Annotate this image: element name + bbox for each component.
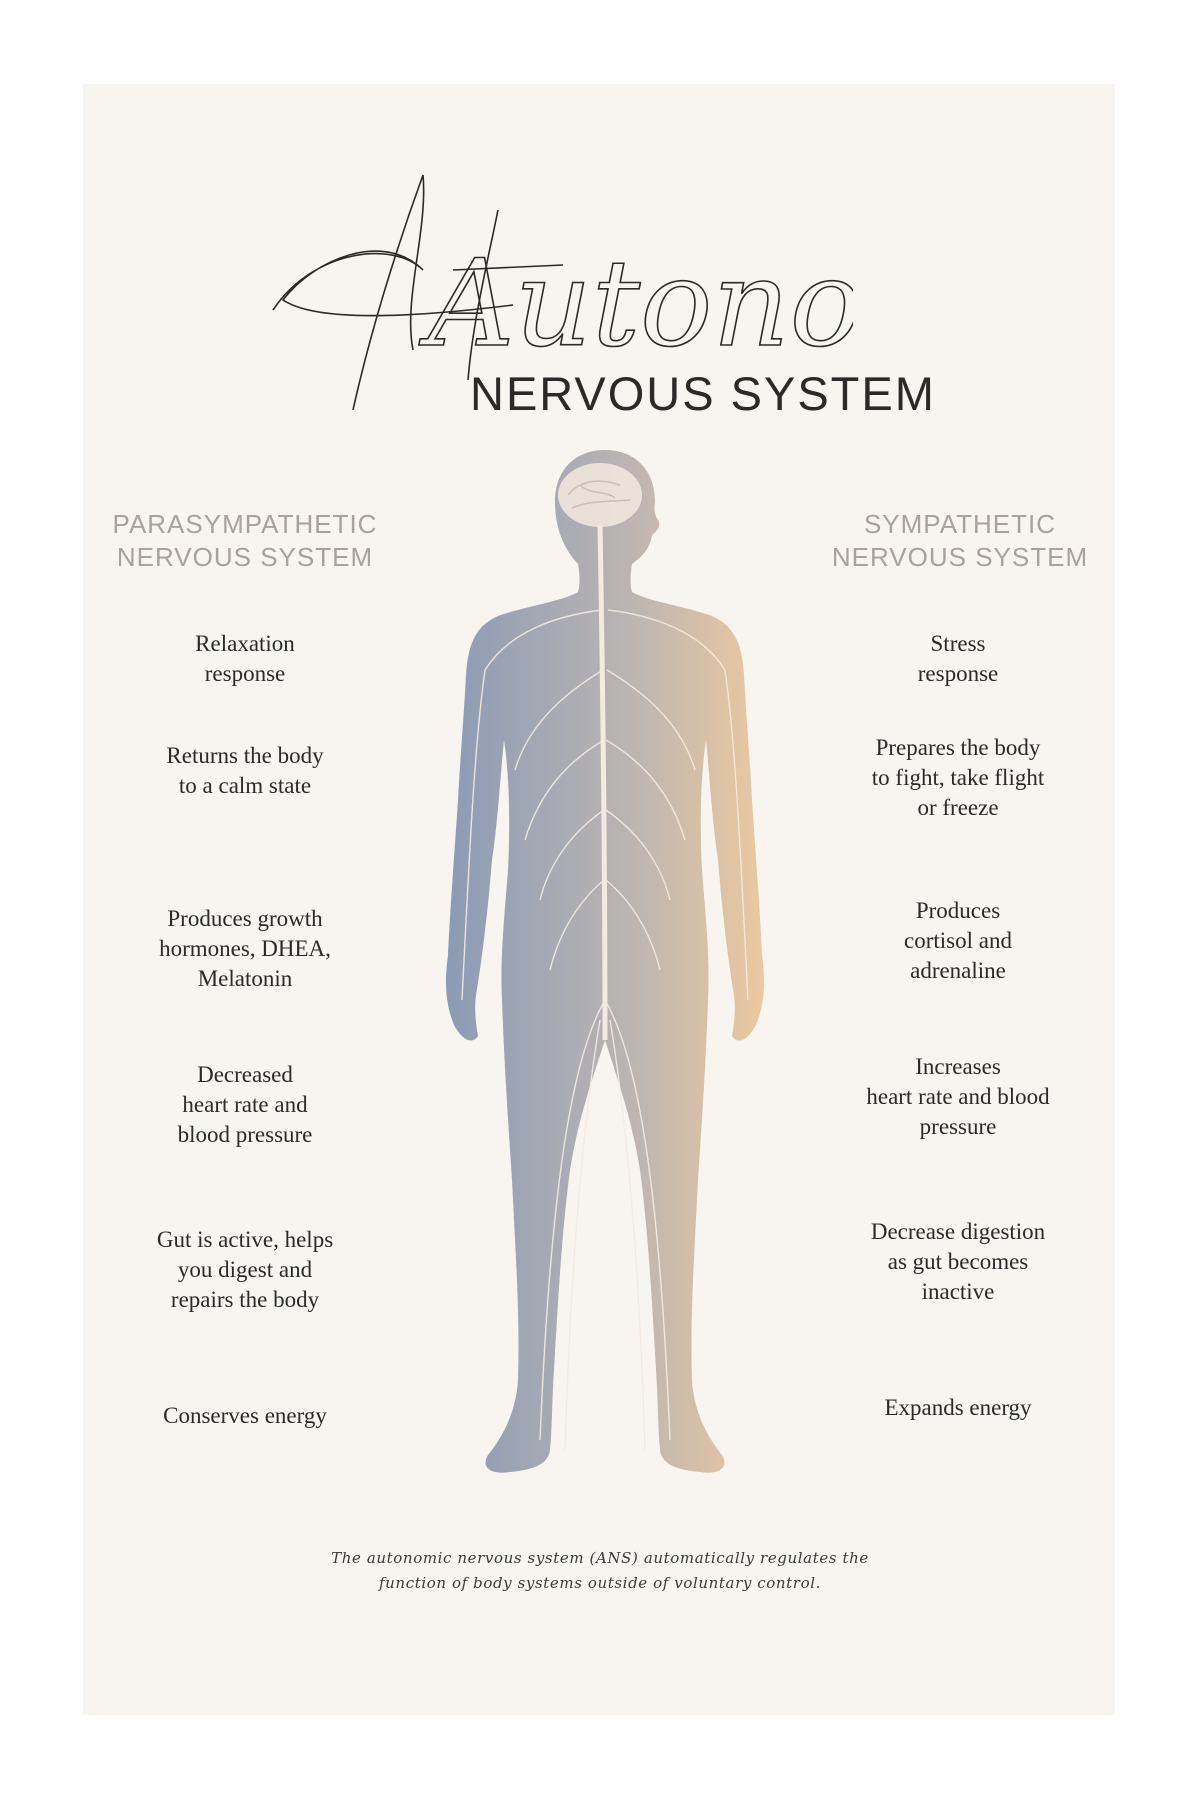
- sympathetic-item: Produces cortisol and adrenaline: [904, 898, 1012, 983]
- parasympathetic-item: Relaxation response: [195, 631, 295, 686]
- parasympathetic-heading: PARASYMPATHETIC NERVOUS SYSTEM: [112, 509, 378, 572]
- human-nervous-system-illustration: [440, 440, 770, 1520]
- sympathetic-item: Prepares the body to fight, take flight …: [871, 735, 1045, 820]
- script-title-text: Autonomic: [418, 235, 853, 374]
- parasympathetic-item: Decreased heart rate and blood pressure: [177, 1062, 313, 1147]
- parasympathetic-item: Returns the body to a calm state: [166, 743, 324, 798]
- sympathetic-item: Expands energy: [884, 1395, 1032, 1420]
- body-silhouette: [446, 450, 764, 1473]
- sympathetic-item: Stress response: [917, 631, 999, 686]
- parasympathetic-item: Produces growth hormones, DHEA, Melatoni…: [159, 906, 331, 991]
- sympathetic-item: Increases heart rate and blood pressure: [866, 1054, 1050, 1139]
- sympathetic-heading: SYMPATHETIC NERVOUS SYSTEM: [831, 509, 1089, 572]
- parasympathetic-item: Gut is active, helps you digest and repa…: [156, 1227, 334, 1312]
- page-subtitle: NERVOUS SYSTEM: [470, 367, 936, 420]
- footer-caption: The autonomic nervous system (ANS) autom…: [331, 1549, 869, 1592]
- parasympathetic-item: Conserves energy: [163, 1403, 327, 1428]
- sympathetic-item: Decrease digestion as gut becomes inacti…: [870, 1219, 1046, 1304]
